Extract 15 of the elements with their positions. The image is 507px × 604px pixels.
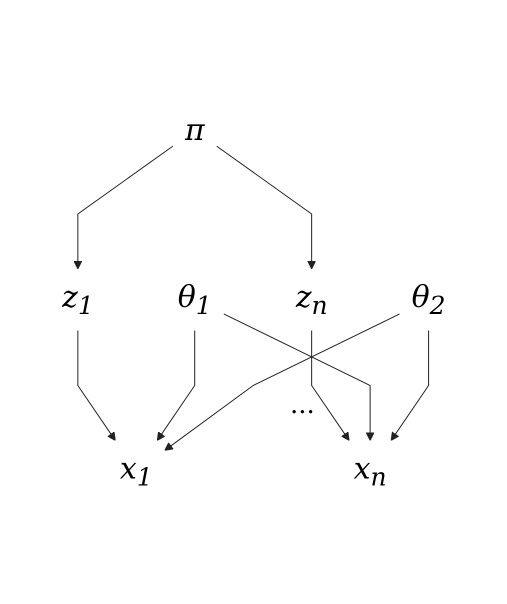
node-text: θ$_{1}$ [177,280,212,320]
arrow [310,330,350,441]
node-text: θ$_{2}$ [411,280,446,320]
arrow [222,313,374,441]
node-text: x$_{n}$ [353,452,386,492]
node-text: z$_{n}$ [295,280,328,320]
node-text: x$_{1}$ [120,452,152,492]
arrow [77,330,116,441]
arrow [73,146,174,270]
ellipsis-text: ... [290,390,315,420]
node-text: z$_{1}$ [62,280,94,320]
arrow [164,313,400,451]
arrow [390,330,429,441]
arrow [216,146,316,270]
arrow [156,330,195,441]
